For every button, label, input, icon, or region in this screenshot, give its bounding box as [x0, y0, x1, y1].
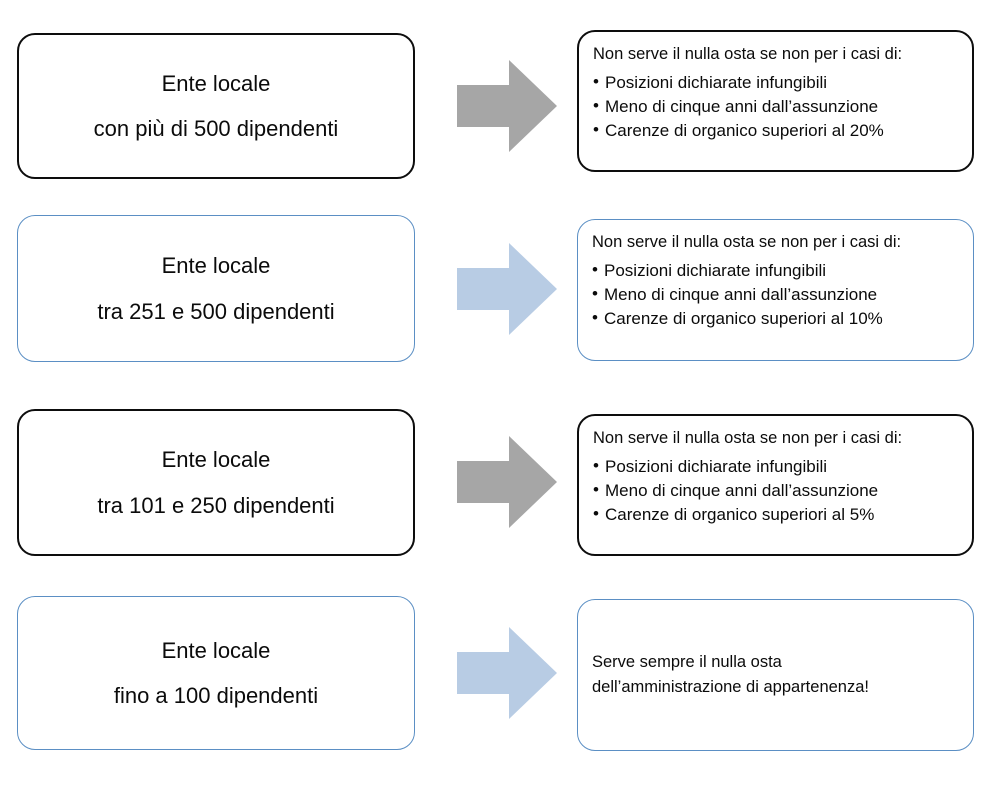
right-box-251-500: Non serve il nulla osta se non per i cas…: [577, 219, 974, 361]
left-box-line-1: Ente locale: [161, 447, 271, 473]
right-box-plain-line: Serve sempre il nulla osta: [592, 653, 782, 672]
right-box-bullet-list: Posizioni dichiarate infungibili Meno di…: [592, 258, 961, 331]
bullet-item: Carenze di organico superiori al 5%: [593, 502, 960, 527]
left-box-line-2: tra 251 e 500 dipendenti: [97, 298, 335, 324]
bullet-item: Meno di cinque anni dall’assunzione: [592, 282, 961, 307]
left-box-101-250: Ente locale tra 101 e 250 dipendenti: [17, 409, 415, 556]
right-box-bullet-list: Posizioni dichiarate infungibili Meno di…: [593, 454, 960, 527]
left-box-over-500: Ente locale con più di 500 dipendenti: [17, 33, 415, 179]
bullet-item: Carenze di organico superiori al 20%: [593, 118, 960, 143]
bullet-item: Meno di cinque anni dall’assunzione: [593, 478, 960, 503]
right-box-over-500: Non serve il nulla osta se non per i cas…: [577, 30, 974, 172]
bullet-item: Meno di cinque anni dall’assunzione: [593, 94, 960, 119]
left-box-line-2: con più di 500 dipendenti: [93, 116, 339, 141]
right-arrow-icon-101-250: [457, 436, 557, 528]
right-arrow-icon-up-to-100: [457, 627, 557, 719]
bullet-item: Posizioni dichiarate infungibili: [593, 70, 960, 95]
left-box-line-1: Ente locale: [161, 253, 271, 279]
left-box-line-2: fino a 100 dipendenti: [113, 683, 319, 708]
right-box-heading: Non serve il nulla osta se non per i cas…: [593, 429, 903, 447]
left-box-line-1: Ente locale: [161, 637, 271, 663]
left-box-line-2: tra 101 e 250 dipendenti: [97, 492, 335, 518]
right-box-heading: Non serve il nulla osta se non per i cas…: [592, 233, 902, 251]
bullet-item: Posizioni dichiarate infungibili: [593, 454, 960, 479]
right-box-101-250: Non serve il nulla osta se non per i cas…: [577, 414, 974, 556]
right-box-bullet-list: Posizioni dichiarate infungibili Meno di…: [593, 70, 960, 143]
right-arrow-icon-over-500: [457, 60, 557, 152]
bullet-item: Posizioni dichiarate infungibili: [592, 258, 961, 283]
right-box-plain-line: dell’amministrazione di appartenenza!: [592, 678, 869, 696]
right-box-up-to-100: Serve sempre il nulla osta dell’amminist…: [577, 599, 974, 751]
left-box-up-to-100: Ente locale fino a 100 dipendenti: [17, 596, 415, 750]
left-box-line-1: Ente locale: [161, 70, 271, 96]
right-box-heading: Non serve il nulla osta se non per i cas…: [593, 45, 903, 63]
left-box-251-500: Ente locale tra 251 e 500 dipendenti: [17, 215, 415, 362]
right-arrow-icon-251-500: [457, 243, 557, 335]
bullet-item: Carenze di organico superiori al 10%: [592, 306, 961, 331]
